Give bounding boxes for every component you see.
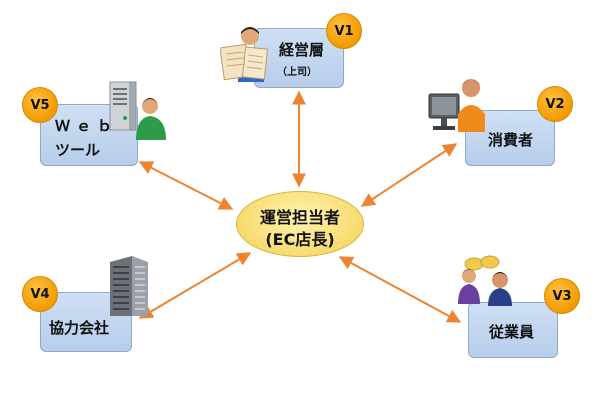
- badge-v5: V5: [22, 87, 58, 123]
- center-node-ec-manager: 運営担当者 (EC店長): [236, 191, 364, 257]
- badge-v4: V4: [22, 276, 58, 312]
- badge-v3: V3: [544, 278, 580, 314]
- node-v5-web-tools: Ｗｅｂ ツール: [40, 104, 138, 166]
- badge-v2: V2: [537, 86, 573, 122]
- center-label-line1: 運営担当者: [259, 208, 340, 227]
- person-reading-newspaper-icon: [220, 27, 269, 82]
- node-v1-label: 経営層: [279, 41, 325, 59]
- node-v3-employees: 従業員: [468, 302, 558, 358]
- node-v5-label-line1: Ｗｅｂ: [55, 117, 119, 135]
- node-v4-label: 協力会社: [49, 319, 110, 337]
- node-v3-label: 従業員: [489, 323, 535, 341]
- node-v2-label: 消費者: [488, 131, 534, 149]
- badge-v1: V1: [326, 13, 362, 49]
- center-label-line2: (EC店長): [265, 230, 335, 249]
- node-v1-sublabel: （上司）: [277, 67, 317, 78]
- arrow-v5-center: [138, 161, 234, 210]
- person-with-server-icon: [109, 81, 166, 140]
- node-v2-consumer: 消費者: [465, 110, 555, 166]
- office-building-icon: [110, 256, 148, 316]
- two-people-talking-icon: [458, 255, 512, 306]
- arrow-v3-center: [338, 256, 462, 323]
- arrow-v2-center: [360, 143, 458, 207]
- arrow-v4-center: [138, 252, 252, 319]
- node-v5-label-line2: ツール: [55, 141, 101, 159]
- node-v1-management: 経営層 （上司）: [254, 28, 344, 88]
- person-at-computer-icon: [428, 79, 485, 132]
